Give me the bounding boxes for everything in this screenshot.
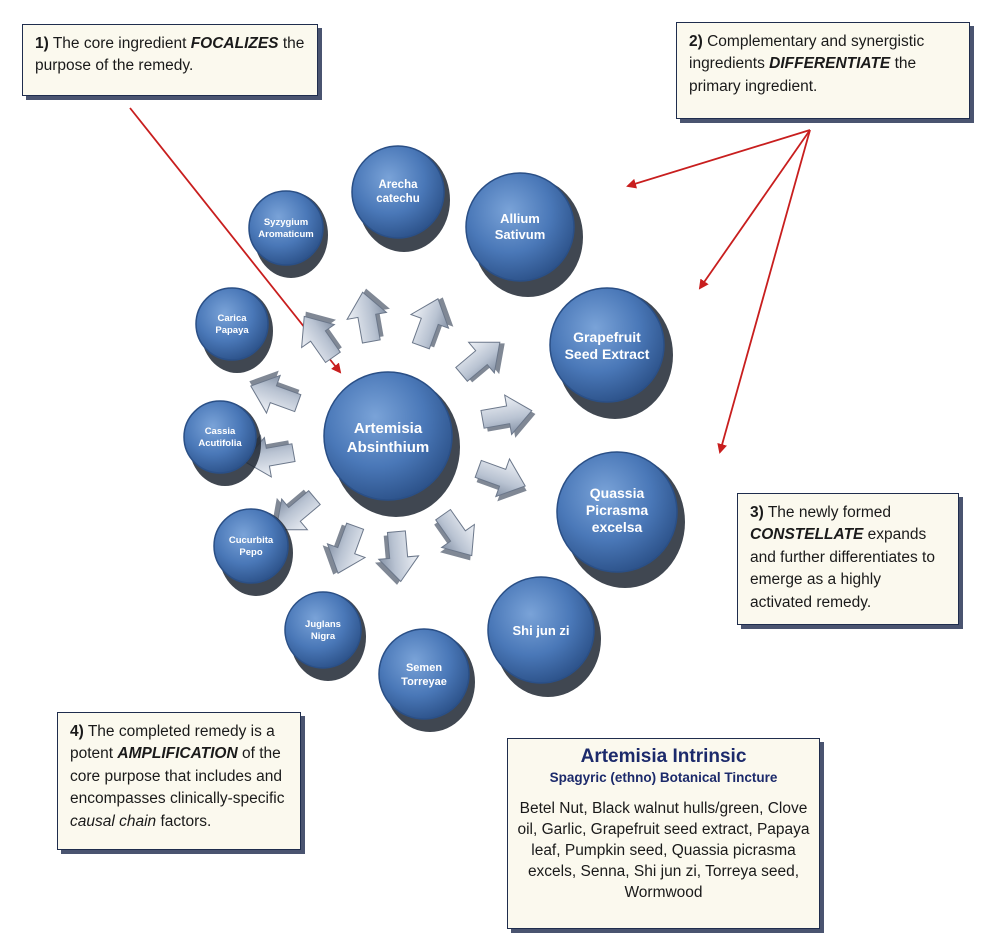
node-label-line2: Aromaticum — [258, 229, 313, 240]
radial-arrow — [480, 394, 536, 438]
center-label-line1: Artemisia — [354, 420, 423, 437]
formula-title: Artemisia Intrinsic — [580, 746, 747, 767]
callout-1-text-pre: The core ingredient — [48, 35, 191, 52]
svg-text:Shi jun zi: Shi jun zi — [512, 623, 569, 638]
node-shijunzi: Shi jun zi — [487, 576, 601, 697]
node-label-line2: Sativum — [495, 227, 546, 242]
node-label-line1: Juglans — [305, 619, 341, 630]
node-label-line2: Pepo — [239, 547, 262, 558]
node-label-line1: Grapefruit — [573, 329, 641, 345]
radial-arrow — [409, 297, 454, 350]
callout-constellate: 3) The newly formed CONSTELLATE expands … — [737, 493, 959, 625]
node-label-line2: catechu — [376, 193, 419, 205]
node-label-line1: Carica — [217, 313, 247, 324]
callout-focalizes: 1) The core ingredient FOCALIZES the pur… — [22, 24, 318, 96]
pointer-line-2a — [626, 129, 811, 189]
radial-arrow — [455, 341, 505, 383]
radial-arrow — [375, 530, 420, 585]
node-label-line1: Quassia — [590, 485, 645, 501]
callout-4-text-mid: of the core purpose that includes and en… — [70, 745, 285, 808]
callout-4-text-post: factors. — [156, 812, 212, 830]
node-label-line1: Arecha — [379, 179, 419, 191]
node-label-line1: Allium — [500, 211, 540, 226]
radial-arrow — [434, 508, 475, 561]
radial-arrow — [271, 489, 321, 531]
callout-4-keyword: AMPLIFICATION — [117, 745, 238, 763]
node-arecha: Arecha catechu — [351, 145, 450, 252]
node-label-line3: excelsa — [592, 519, 643, 535]
node-label-line2: Papaya — [215, 325, 249, 336]
node-label-line2: Torreyae — [401, 676, 447, 688]
radial-arrows — [240, 288, 536, 585]
callout-4-number: 4) — [70, 723, 84, 740]
pointer-line-2c — [717, 129, 811, 454]
formula-ingredients: Betel Nut, Black walnut hulls/green, Clo… — [517, 800, 810, 901]
node-label-line1: Cassia — [205, 426, 236, 437]
node-label-line2: Seed Extract — [565, 346, 650, 362]
callout-2-text-post: the primary ingredient. — [689, 55, 917, 95]
radial-arrow — [474, 457, 527, 502]
center-label-line2: Absinthium — [347, 439, 430, 456]
callout-3-text-pre: The newly formed — [763, 504, 892, 521]
callout-4-italic: causal chain — [70, 812, 157, 830]
node-label-line1: Semen — [406, 662, 442, 674]
callout-amplification: 4) The completed remedy is a potent AMPL… — [57, 712, 301, 850]
node-label-line2: Acutifolia — [198, 438, 242, 449]
callout-differentiate: 2) Complementary and synergistic ingredi… — [676, 22, 970, 119]
radial-arrow — [346, 288, 390, 344]
callout-3-keyword: CONSTELLATE — [750, 526, 864, 544]
callout-3-number: 3) — [750, 504, 764, 521]
radial-arrow — [301, 311, 342, 364]
node-label-line2: Picrasma — [586, 502, 648, 518]
pointer-line-2b — [698, 129, 811, 290]
node-label-line1: Syzygium — [264, 217, 308, 228]
callout-2-number: 2) — [689, 33, 703, 50]
callout-1-text-post: the purpose of the remedy. — [35, 35, 305, 75]
formula-box: Artemisia Intrinsic Spagyric (ethno) Bot… — [507, 738, 820, 929]
node-label-line1: Shi jun zi — [512, 623, 569, 638]
radial-arrow — [322, 522, 367, 575]
formula-subtitle: Spagyric (ethno) Botanical Tincture — [549, 770, 778, 785]
callout-2-text-pre: Complementary and synergistic ingredient… — [689, 33, 925, 73]
callout-1-number: 1) — [35, 35, 49, 52]
callout-4-text-pre: The completed remedy is a potent — [70, 723, 275, 763]
callout-3-text-post: expands and further differentiates to em… — [750, 526, 935, 611]
callout-2-keyword: DIFFERENTIATE — [769, 55, 891, 73]
radial-arrow — [249, 370, 302, 415]
callout-1-keyword: FOCALIZES — [190, 35, 279, 52]
node-label-line1: Cucurbita — [229, 535, 274, 546]
node-label-line2: Nigra — [311, 631, 336, 642]
